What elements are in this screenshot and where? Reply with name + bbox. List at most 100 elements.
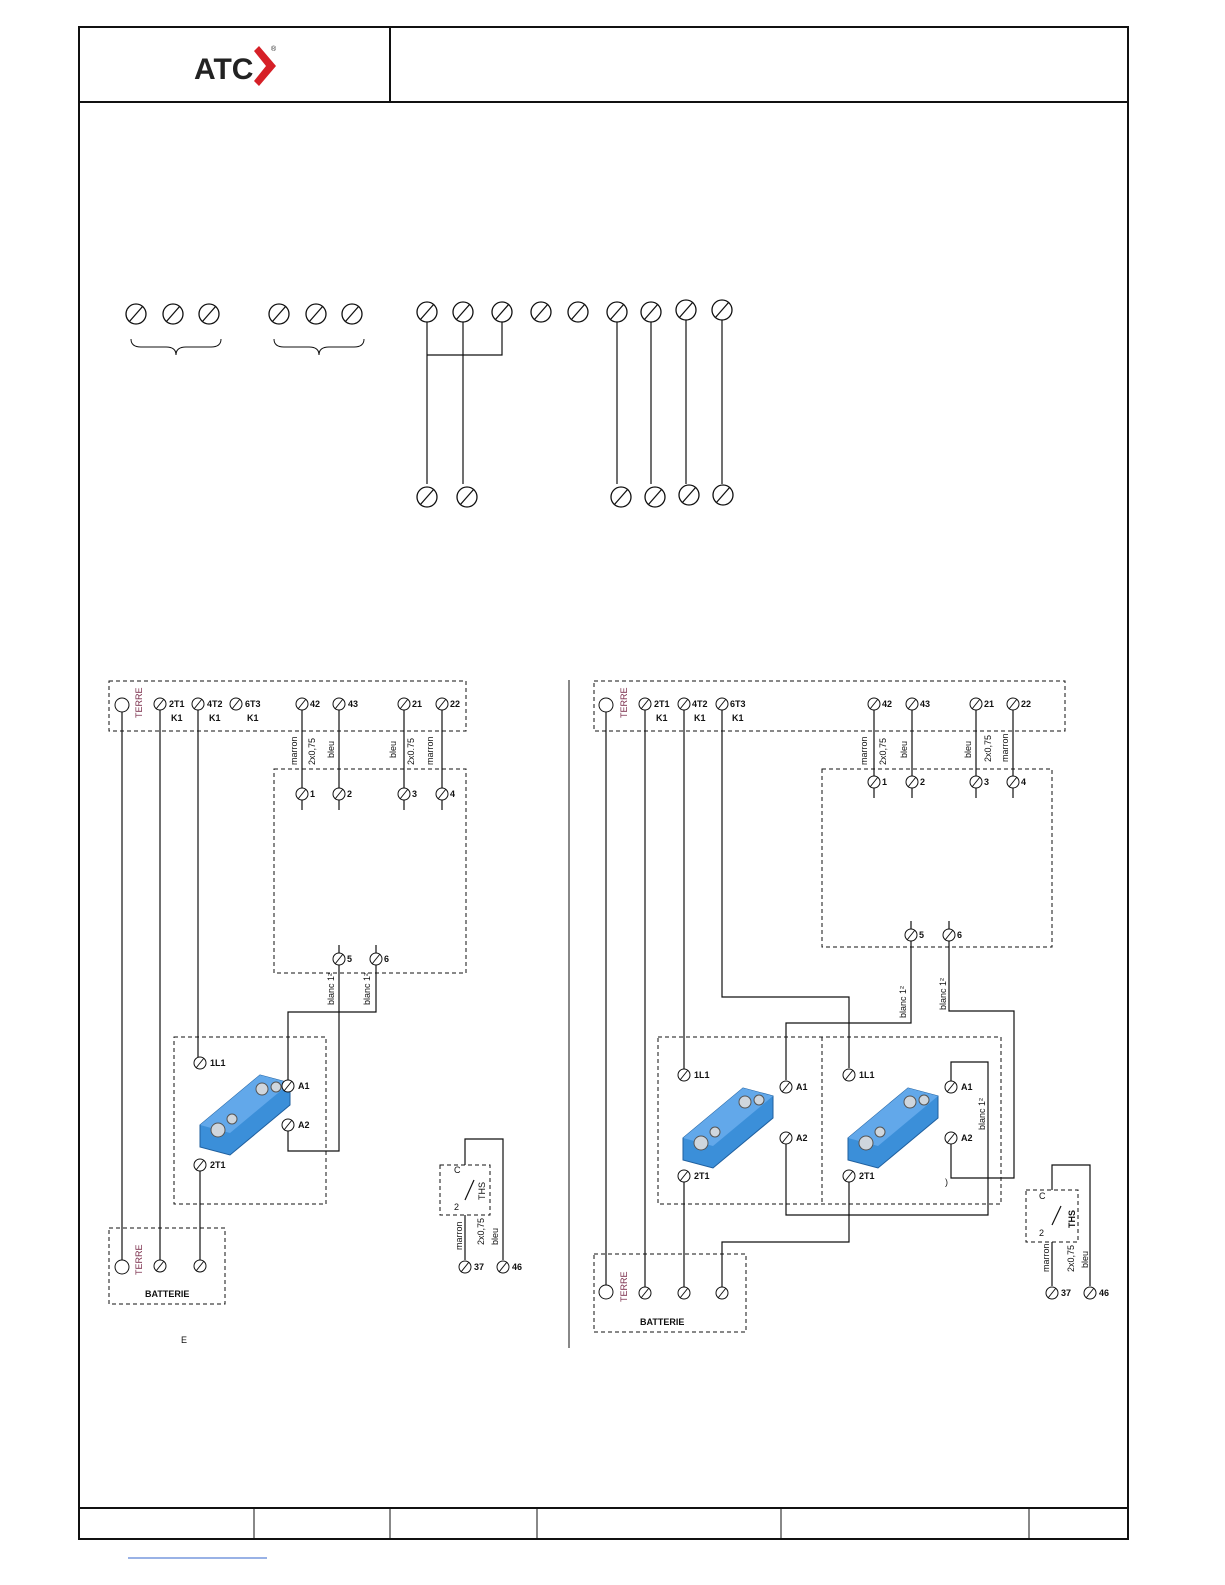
svg-text:TERRE: TERRE — [134, 1244, 144, 1275]
svg-text:E: E — [181, 1335, 187, 1345]
svg-text:4: 4 — [1021, 777, 1026, 787]
svg-text:5: 5 — [347, 954, 352, 964]
svg-text:42: 42 — [882, 699, 892, 709]
svg-text:4T2: 4T2 — [207, 699, 223, 709]
batterie-box-right — [593, 1253, 747, 1333]
svg-text:2T1: 2T1 — [169, 699, 185, 709]
svg-text:1L1: 1L1 — [859, 1070, 875, 1080]
svg-text:1: 1 — [882, 777, 887, 787]
right-diagram: TERRE 2T1 K1 4T2 K1 6T3 K1 42 43 21 22 m… — [593, 680, 1109, 1333]
svg-text:21: 21 — [412, 699, 422, 709]
svg-text:43: 43 — [348, 699, 358, 709]
svg-text:A1: A1 — [961, 1082, 973, 1092]
svg-text:K1: K1 — [247, 713, 259, 723]
svg-text:bleu: bleu — [490, 1228, 500, 1245]
svg-text:bleu: bleu — [388, 741, 398, 758]
svg-text:blanc 1²: blanc 1² — [938, 978, 948, 1010]
svg-text:A2: A2 — [796, 1133, 808, 1143]
svg-text:TERRE: TERRE — [619, 687, 629, 718]
svg-text:TERRE: TERRE — [619, 1271, 629, 1302]
logo-text: ATC — [194, 53, 253, 86]
svg-text:2: 2 — [347, 789, 352, 799]
svg-text:blanc 1²: blanc 1² — [898, 986, 908, 1018]
svg-text:K1: K1 — [694, 713, 706, 723]
svg-text:C: C — [454, 1165, 461, 1175]
batterie-box-left — [108, 1227, 226, 1305]
bracket-right — [273, 338, 365, 356]
svg-text:3: 3 — [412, 789, 417, 799]
svg-text:bleu: bleu — [1080, 1251, 1090, 1268]
svg-text:2T1: 2T1 — [694, 1171, 710, 1181]
svg-text:blanc 1²: blanc 1² — [362, 973, 372, 1005]
svg-text:46: 46 — [512, 1262, 522, 1272]
svg-text:2T1: 2T1 — [210, 1160, 226, 1170]
svg-text:): ) — [945, 1177, 948, 1187]
page-frame — [78, 26, 1129, 1540]
svg-text:2: 2 — [1039, 1228, 1044, 1238]
svg-text:BATTERIE: BATTERIE — [145, 1289, 189, 1299]
svg-text:K1: K1 — [171, 713, 183, 723]
svg-text:K1: K1 — [209, 713, 221, 723]
svg-text:bleu: bleu — [326, 741, 336, 758]
svg-text:6T3: 6T3 — [245, 699, 261, 709]
svg-text:A1: A1 — [298, 1081, 310, 1091]
solid-state-relay-image — [199, 1074, 291, 1156]
svg-text:2x0,75: 2x0,75 — [476, 1218, 486, 1245]
svg-text:marron: marron — [1000, 733, 1010, 762]
svg-text:22: 22 — [450, 699, 460, 709]
svg-text:marron: marron — [425, 736, 435, 765]
svg-text:C: C — [1039, 1191, 1046, 1201]
svg-text:blanc 1²: blanc 1² — [326, 973, 336, 1005]
svg-text:5: 5 — [919, 930, 924, 940]
svg-text:6: 6 — [384, 954, 389, 964]
svg-text:A2: A2 — [961, 1133, 973, 1143]
svg-text:2x0,75: 2x0,75 — [983, 735, 993, 762]
svg-text:2: 2 — [454, 1202, 459, 1212]
svg-text:bleu: bleu — [963, 741, 973, 758]
svg-text:K1: K1 — [732, 713, 744, 723]
svg-text:4: 4 — [450, 789, 455, 799]
svg-text:THS: THS — [477, 1182, 487, 1200]
svg-text:marron: marron — [1041, 1243, 1051, 1272]
svg-text:2T1: 2T1 — [654, 699, 670, 709]
logo-mark: ® — [271, 45, 277, 53]
svg-text:22: 22 — [1021, 699, 1031, 709]
left-diagram: TERRE 2T1 K1 4T2 K1 6T3 K1 42 43 21 22 m… — [108, 680, 522, 1345]
top-terminal-strip — [125, 299, 734, 508]
svg-text:2x0,75: 2x0,75 — [878, 738, 888, 765]
svg-text:21: 21 — [984, 699, 994, 709]
relay-box-right — [657, 1036, 1002, 1205]
svg-text:42: 42 — [310, 699, 320, 709]
relay-box-left — [173, 1036, 327, 1205]
svg-text:2T1: 2T1 — [859, 1171, 875, 1181]
terre-connector — [114, 697, 130, 713]
svg-text:marron: marron — [859, 736, 869, 765]
svg-text:marron: marron — [289, 736, 299, 765]
svg-text:BATTERIE: BATTERIE — [640, 1317, 684, 1327]
svg-text:6T3: 6T3 — [730, 699, 746, 709]
svg-text:1L1: 1L1 — [694, 1070, 710, 1080]
svg-text:bleu: bleu — [899, 741, 909, 758]
svg-text:1L1: 1L1 — [210, 1058, 226, 1068]
svg-text:4T2: 4T2 — [692, 699, 708, 709]
svg-text:46: 46 — [1099, 1288, 1109, 1298]
svg-text:1: 1 — [310, 789, 315, 799]
svg-text:TERRE: TERRE — [134, 687, 144, 718]
svg-text:blanc 1²: blanc 1² — [977, 1098, 987, 1130]
svg-text:6: 6 — [957, 930, 962, 940]
bracket-left — [130, 338, 222, 356]
svg-text:K1: K1 — [656, 713, 668, 723]
svg-text:37: 37 — [1061, 1288, 1071, 1298]
atc-logo: ATC ® — [194, 45, 277, 86]
svg-text:2: 2 — [920, 777, 925, 787]
svg-text:3: 3 — [984, 777, 989, 787]
svg-text:2x0,75: 2x0,75 — [1066, 1245, 1076, 1272]
svg-text:37: 37 — [474, 1262, 484, 1272]
svg-text:2x0.75: 2x0.75 — [406, 738, 416, 765]
svg-text:A1: A1 — [796, 1082, 808, 1092]
svg-text:2x0,75: 2x0,75 — [307, 738, 317, 765]
svg-text:A2: A2 — [298, 1120, 310, 1130]
svg-text:43: 43 — [920, 699, 930, 709]
svg-text:THS: THS — [1067, 1210, 1077, 1228]
